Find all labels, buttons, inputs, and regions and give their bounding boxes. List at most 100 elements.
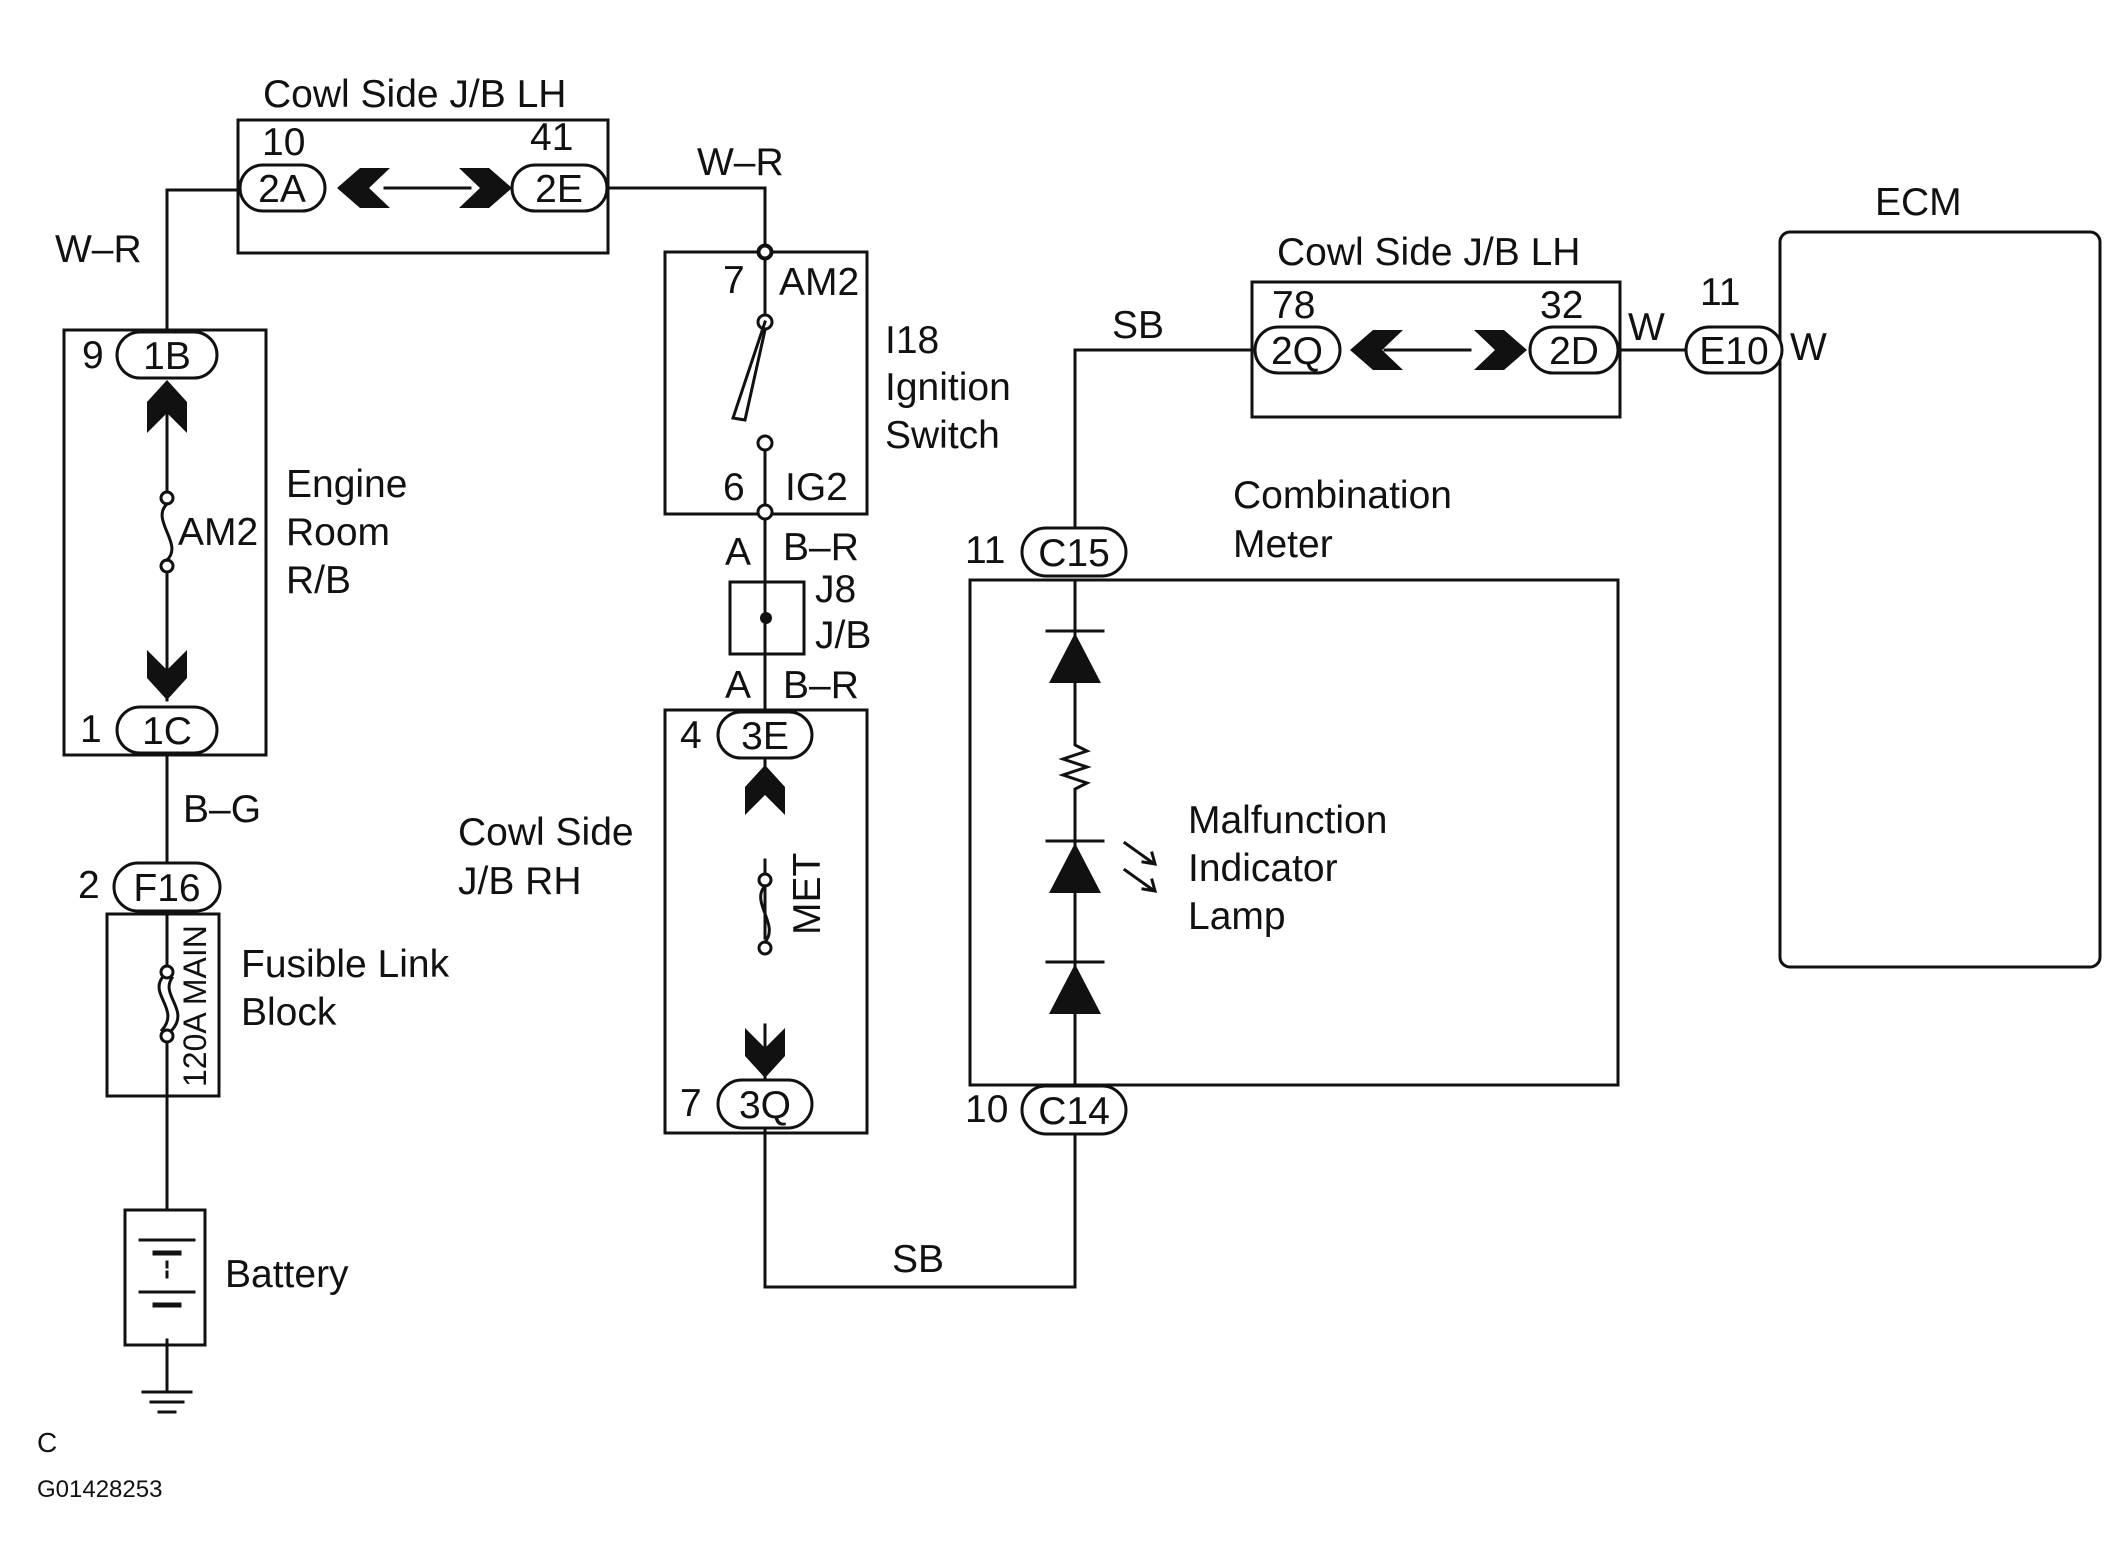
j8-jb-box (728, 580, 806, 656)
wire-label-br-upper: B–R (783, 526, 859, 569)
resistor (1058, 738, 1092, 794)
cowl-lh-right-box (1250, 280, 1622, 419)
label-ecm: ECM (1875, 181, 1962, 224)
component-boxes (62, 118, 2102, 1347)
label-engine-room-2: Room (286, 511, 390, 554)
pin-1-1c: 1 (80, 708, 102, 751)
pin-32-2d: 32 (1540, 284, 1583, 327)
label-j8-2: J/B (815, 614, 871, 657)
pin-78-2q: 78 (1272, 284, 1315, 327)
battery-symbol (138, 1238, 196, 1308)
pin-9-1b: 9 (82, 334, 104, 377)
pin-41-2e: 41 (530, 116, 573, 159)
pin-11-c15: 11 (965, 529, 1006, 572)
pin-7-ign: 7 (723, 259, 745, 302)
ground-symbol (141, 1390, 193, 1414)
label-combo-2: Meter (1233, 523, 1333, 566)
arrow-3q (745, 1028, 785, 1078)
footer: C G01428253 (37, 1427, 162, 1503)
pin-numbers: 10 41 9 1 2 7 6 A A 4 7 11 10 78 32 11 (78, 116, 1741, 1131)
wire-label-sb-top: SB (1112, 304, 1164, 347)
label-ign-1: I18 (885, 319, 939, 362)
label-mil-2: Indicator (1188, 847, 1338, 890)
battery-box (123, 1208, 207, 1347)
pin-10-2a: 10 (262, 121, 305, 164)
ign-node-top (757, 244, 773, 260)
label-switch-ig2: IG2 (785, 466, 848, 509)
fusible-link-block-box (105, 912, 221, 1098)
wire-colors: W–R W–R B–G B–R B–R SB SB W W (55, 141, 1827, 1281)
pin-a-upper: A (725, 531, 751, 574)
engine-room-rb-box (62, 328, 268, 757)
arrow-2q (1350, 330, 1403, 370)
connector-f16: F16 (133, 867, 200, 910)
diode-top (1045, 629, 1105, 683)
label-fusible-2: Block (241, 991, 337, 1034)
connector-e10: E10 (1699, 330, 1768, 373)
connector-1c: 1C (142, 710, 192, 753)
pin-11-e10: 11 (1700, 271, 1741, 314)
label-fuse-met: MET (786, 853, 829, 935)
label-cowl-rh-2: J/B RH (458, 860, 582, 903)
wire-wr-top (605, 186, 767, 254)
main-fusible-link-symbol (157, 964, 180, 1044)
arrow-3e (745, 765, 785, 815)
label-ign-3: Switch (885, 414, 1000, 457)
arrow-1b (147, 380, 187, 433)
wire-label-bg: B–G (183, 788, 261, 831)
pin-7-3q: 7 (680, 1082, 702, 1125)
wire-label-wr-top: W–R (697, 141, 784, 184)
component-labels: Cowl Side J/B LH Cowl Side J/B LH ECM En… (177, 73, 1962, 1296)
label-engine-room-1: Engine (286, 463, 407, 506)
label-mil-1: Malfunction (1188, 799, 1387, 842)
wire-sb-bottom (763, 1128, 1077, 1289)
connector-pills (112, 163, 1784, 1136)
label-j8-1: J8 (815, 568, 856, 611)
connector-c15: C15 (1038, 532, 1110, 575)
connector-arrows (147, 168, 1527, 1078)
label-cowl-lh-top: Cowl Side J/B LH (263, 73, 566, 116)
label-fuse-main: 120A MAIN (177, 925, 213, 1087)
connector-3q: 3Q (739, 1084, 791, 1127)
connector-2q: 2Q (1271, 330, 1323, 373)
label-engine-room-3: R/B (286, 559, 351, 602)
connector-2a: 2A (258, 168, 306, 211)
connector-c14: C14 (1038, 1090, 1110, 1133)
arrow-2e (459, 168, 512, 208)
pin-6-ign: 6 (723, 466, 745, 509)
combination-meter-box (968, 578, 1620, 1087)
connector-codes: 2A 2E 1B 1C F16 3E 3Q C15 C14 2Q 2D E10 (133, 168, 1768, 1133)
footer-code: G01428253 (37, 1476, 162, 1503)
label-combo-1: Combination (1233, 474, 1452, 517)
connector-3e: 3E (741, 715, 789, 758)
label-fuse-am2: AM2 (178, 511, 258, 554)
label-switch-am2: AM2 (779, 261, 859, 304)
arrow-2a (337, 168, 390, 208)
diode-bottom (1045, 960, 1105, 1014)
devices (138, 243, 1158, 1414)
label-fusible-1: Fusible Link (241, 943, 450, 986)
connector-2e: 2E (535, 168, 583, 211)
label-ign-2: Ignition (885, 366, 1011, 409)
pin-a-lower: A (725, 664, 751, 707)
am2-fuse-symbol (159, 490, 175, 574)
ecm-box (1778, 230, 2102, 969)
cowl-rh-box (663, 708, 869, 1135)
pin-10-c14: 10 (965, 1088, 1008, 1131)
wire-label-sb-bottom: SB (892, 1238, 944, 1281)
arrow-2d (1474, 330, 1527, 370)
wire-wr-left (165, 188, 239, 334)
wire-label-br-lower: B–R (783, 664, 859, 707)
wire-label-w-right: W (1790, 326, 1827, 369)
wire-sb-top (1073, 348, 1254, 530)
label-cowl-rh-1: Cowl Side (458, 811, 634, 854)
label-mil-3: Lamp (1188, 895, 1286, 938)
met-fuse-symbol (757, 872, 773, 956)
pin-4-3e: 4 (680, 714, 702, 757)
footer-letter: C (37, 1427, 57, 1458)
label-battery: Battery (225, 1253, 349, 1296)
wire-label-wr-left: W–R (55, 228, 142, 271)
arrow-1c (147, 650, 187, 700)
connector-2d: 2D (1549, 330, 1599, 373)
